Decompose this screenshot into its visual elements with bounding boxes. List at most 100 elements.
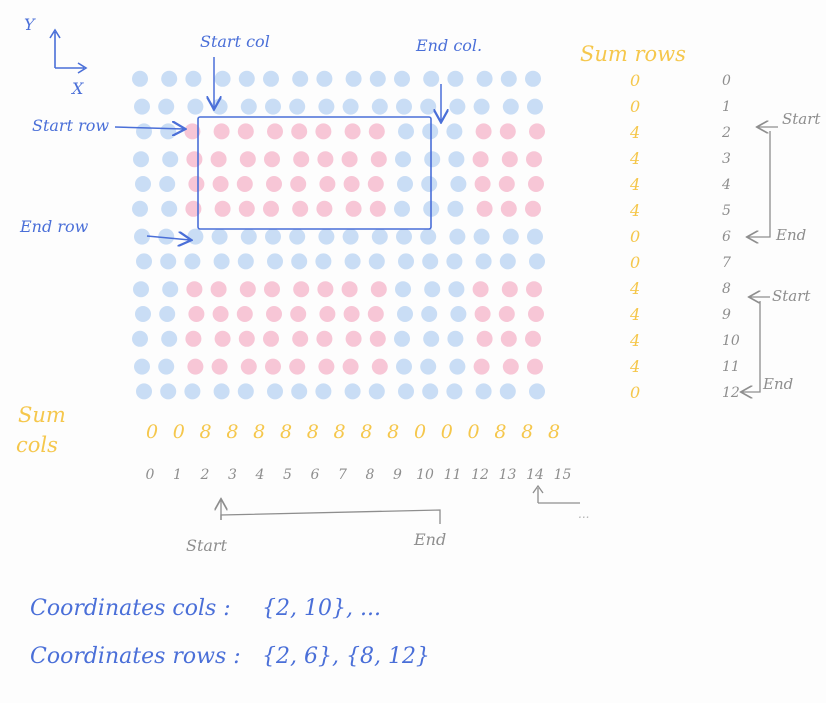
grid-dot bbox=[527, 98, 543, 115]
grid-dot bbox=[370, 151, 387, 168]
grid-dot bbox=[527, 358, 543, 375]
grid-dot bbox=[316, 330, 333, 347]
grid-dot bbox=[422, 253, 439, 270]
row-range-brackets: Start End Start End bbox=[742, 110, 821, 393]
grid-dot bbox=[292, 200, 309, 217]
col-sum-value: 8 bbox=[494, 421, 506, 443]
grid-dot bbox=[343, 306, 360, 322]
grid-dot bbox=[475, 383, 492, 400]
grid-dot bbox=[525, 330, 541, 347]
axis-sketch: Y X bbox=[24, 15, 88, 98]
row-index: 4 bbox=[721, 177, 731, 193]
grid-dot bbox=[265, 358, 281, 375]
grid-dot bbox=[448, 151, 465, 168]
row-sum-value: 4 bbox=[629, 149, 640, 168]
grid-dot bbox=[394, 200, 410, 217]
coords-rows-value: {2, 6}, {8, 12} bbox=[262, 644, 430, 669]
grid-dot bbox=[394, 70, 410, 87]
grid-dot bbox=[239, 151, 256, 168]
grid-dot bbox=[423, 70, 440, 87]
grid-dot bbox=[238, 200, 255, 217]
grid-dot bbox=[473, 358, 490, 375]
grid-dot bbox=[134, 228, 150, 245]
grid-dot bbox=[161, 330, 178, 347]
grid-dot bbox=[448, 281, 465, 298]
grid-dot bbox=[528, 306, 544, 322]
grid-dot bbox=[422, 383, 439, 400]
col-index: 5 bbox=[283, 467, 292, 483]
grid-dot bbox=[317, 151, 334, 168]
col-index: 13 bbox=[499, 467, 517, 483]
grid-dot bbox=[342, 98, 359, 115]
col-sum-value: 0 bbox=[173, 421, 185, 443]
grid-dot bbox=[132, 70, 148, 87]
row-index: 7 bbox=[722, 255, 731, 271]
grid-dot bbox=[162, 281, 179, 298]
grid-dot bbox=[214, 330, 231, 347]
grid-dot bbox=[132, 330, 148, 347]
coords-rows-label: Coordinates rows : bbox=[30, 644, 241, 669]
row-sum-value: 0 bbox=[630, 71, 640, 90]
grid-dot bbox=[344, 123, 361, 140]
grid-dot bbox=[474, 306, 491, 322]
grid-dot bbox=[500, 70, 517, 87]
col-index: 11 bbox=[444, 467, 462, 483]
grid-dot bbox=[449, 358, 466, 375]
sum-rows-header: Sum rows bbox=[580, 42, 686, 66]
grid-dot bbox=[500, 330, 517, 347]
grid-dot bbox=[423, 330, 440, 347]
grid-dot bbox=[371, 98, 388, 115]
grid-dot bbox=[263, 330, 279, 347]
row-sum-value: 4 bbox=[629, 175, 640, 194]
grid-dot bbox=[161, 200, 178, 217]
col-sum-value: 8 bbox=[360, 421, 372, 443]
grid-dot bbox=[238, 330, 255, 347]
grid-dot bbox=[345, 330, 362, 347]
coords-cols-label: Coordinates cols : bbox=[30, 596, 231, 621]
grid-dot bbox=[476, 70, 493, 87]
grid-dot bbox=[135, 176, 151, 192]
grid-dot bbox=[420, 98, 437, 115]
grid-dot bbox=[420, 358, 437, 375]
grid-dot bbox=[266, 176, 282, 192]
col-sum-value: 8 bbox=[280, 421, 292, 443]
row-index: 1 bbox=[722, 99, 731, 115]
grid-dot bbox=[266, 306, 282, 322]
col-sum-value: 8 bbox=[307, 421, 319, 443]
grid-dot bbox=[135, 306, 151, 322]
row-index: 9 bbox=[722, 307, 731, 323]
col-bracket-line bbox=[220, 509, 441, 524]
grid-dot bbox=[498, 306, 515, 322]
grid-dot bbox=[449, 98, 466, 115]
col-index: 10 bbox=[416, 467, 434, 483]
grid-dot bbox=[186, 281, 203, 298]
grid-dot bbox=[210, 151, 227, 168]
row-index: 6 bbox=[722, 229, 731, 245]
grid-dot bbox=[499, 123, 516, 140]
grid-dot bbox=[240, 98, 257, 115]
row-index: 8 bbox=[722, 281, 731, 297]
grid-dot bbox=[133, 151, 149, 168]
grid-dot bbox=[449, 228, 466, 245]
grid-dot bbox=[318, 228, 335, 245]
grid-dot bbox=[341, 281, 358, 298]
start-row-label: Start row bbox=[32, 116, 109, 135]
grid-dot bbox=[446, 123, 463, 140]
grid-dot bbox=[317, 281, 334, 298]
grid-dot bbox=[187, 228, 204, 245]
grid-dot bbox=[446, 253, 463, 270]
grid-dot bbox=[315, 383, 332, 400]
grid-dot bbox=[396, 98, 412, 115]
grid-dot bbox=[160, 253, 177, 270]
grid-dot bbox=[188, 176, 205, 192]
grid-dot bbox=[398, 253, 414, 270]
grid-dot bbox=[424, 281, 441, 298]
row-index: 2 bbox=[721, 125, 731, 141]
grid-dot bbox=[397, 306, 413, 322]
grid-dot bbox=[316, 200, 333, 217]
grid-dot bbox=[289, 98, 306, 115]
row-index: 5 bbox=[722, 203, 731, 219]
